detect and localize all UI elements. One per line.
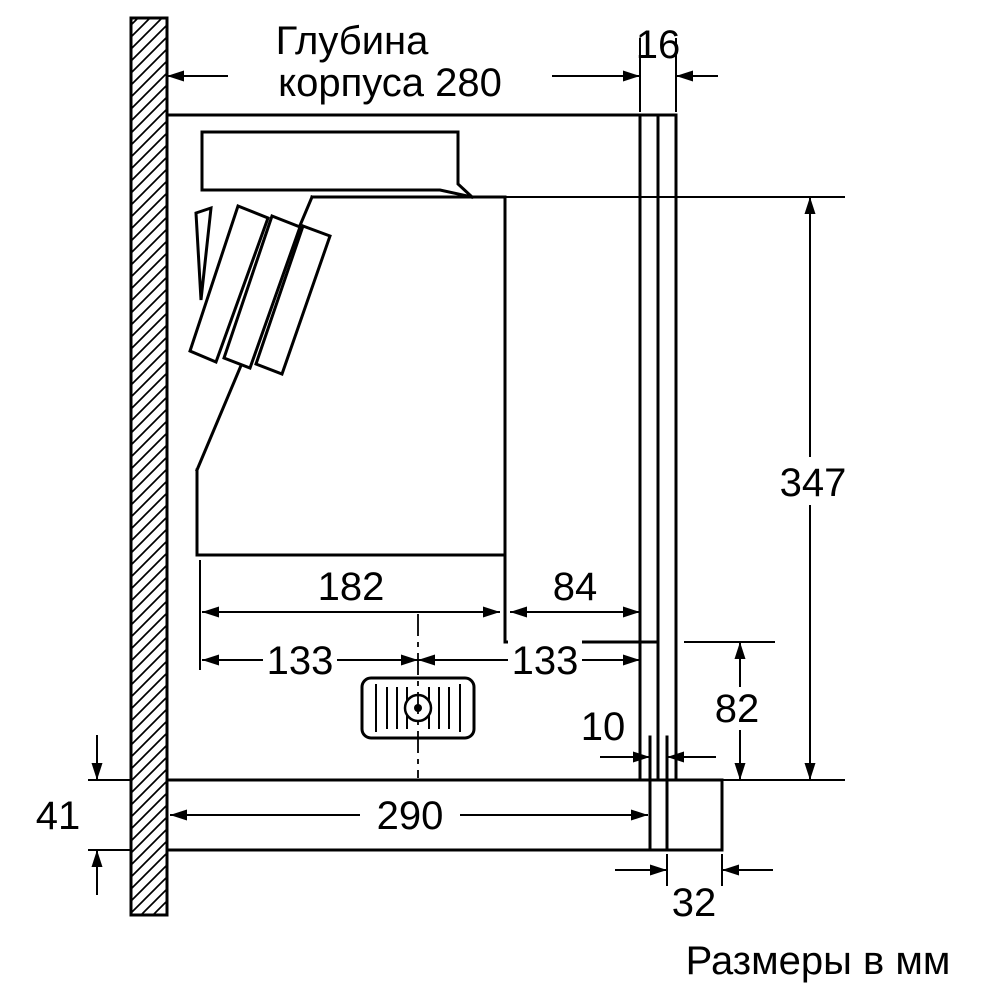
dim-32: 32 bbox=[615, 864, 773, 925]
dim-label-10: 10 bbox=[581, 705, 626, 749]
visor-flap bbox=[222, 214, 302, 370]
dim-133-right: 133 bbox=[418, 638, 640, 683]
dim-82: 82 bbox=[708, 642, 766, 780]
dim-label-32: 32 bbox=[672, 881, 717, 925]
dim-label-347: 347 bbox=[780, 461, 847, 505]
extension-lines bbox=[199, 196, 845, 670]
visor-flaps bbox=[188, 204, 332, 376]
dim-label-290: 290 bbox=[377, 794, 444, 838]
dim-label-body-depth-line2: корпуса 280 bbox=[278, 61, 502, 105]
units-caption: Размеры в мм bbox=[686, 939, 951, 983]
wall-hatch-rect bbox=[129, 16, 169, 917]
dim-label-16: 16 bbox=[636, 23, 681, 67]
duct-box bbox=[200, 130, 475, 200]
dim-290: 290 bbox=[170, 793, 648, 838]
dim-label-82: 82 bbox=[715, 687, 760, 731]
cabinet-outline bbox=[165, 38, 678, 782]
dim-body-depth: Глубина корпуса 280 bbox=[167, 19, 640, 105]
dim-84: 84 bbox=[510, 565, 640, 618]
dim-height-347: 347 bbox=[767, 197, 859, 780]
wall bbox=[129, 16, 169, 917]
dim-label-41: 41 bbox=[36, 794, 81, 838]
dim-41: 41 bbox=[36, 735, 103, 895]
dim-133-left: 133 bbox=[202, 638, 418, 683]
visor-bracket bbox=[194, 205, 213, 301]
dim-label-182: 182 bbox=[318, 565, 385, 609]
dim-front-panel-16: 16 bbox=[636, 23, 718, 82]
dim-label-133-left: 133 bbox=[267, 639, 334, 683]
dim-label-133-right: 133 bbox=[512, 639, 579, 683]
dim-label-body-depth-line1: Глубина bbox=[276, 19, 430, 63]
dim-10: 10 bbox=[581, 705, 716, 763]
dim-label-84: 84 bbox=[553, 565, 598, 609]
visor-flap bbox=[254, 224, 332, 376]
dim-182: 182 bbox=[202, 565, 500, 618]
visor-flap bbox=[188, 204, 270, 364]
